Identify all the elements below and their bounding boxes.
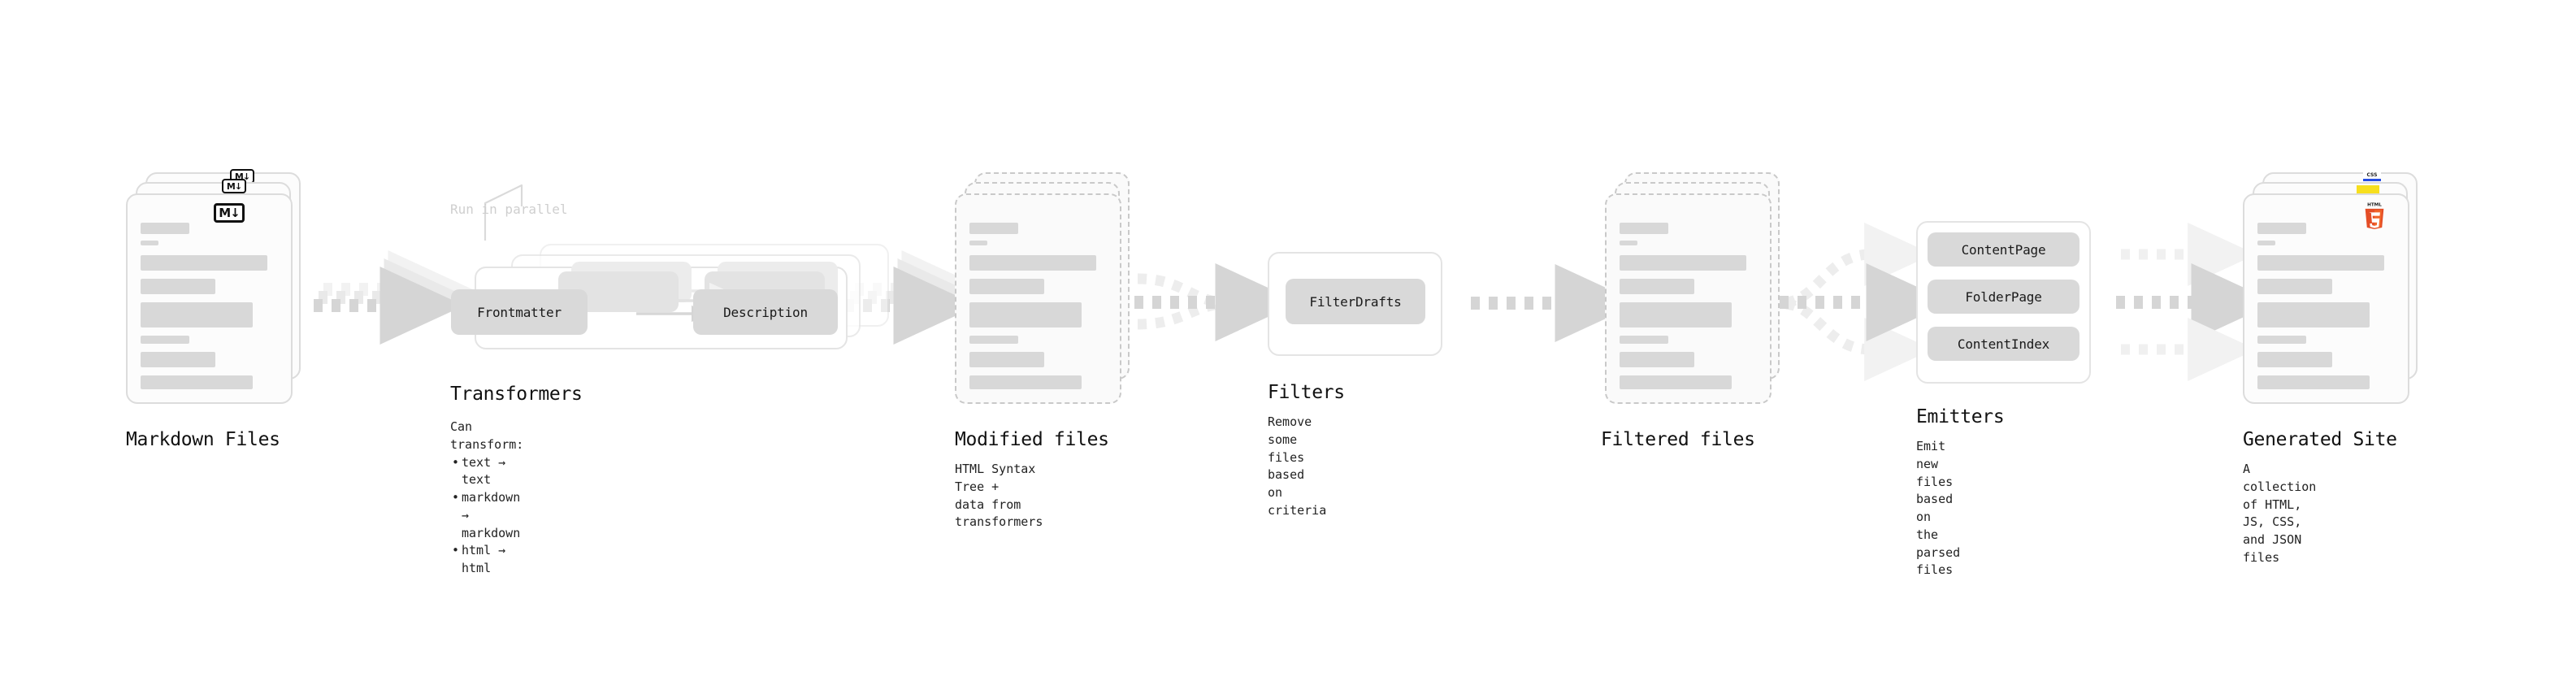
transformer-chip-frontmatter[interactable]: Frontmatter <box>451 289 588 335</box>
stage-subtitle-filters: Remove some files based on criteria <box>1268 414 1327 518</box>
skeleton-bar <box>1620 375 1732 389</box>
markdown-badge: M↓ <box>214 203 245 223</box>
skeleton-bar <box>141 301 253 327</box>
connector-filtered-to-emitters <box>1780 223 1951 381</box>
skeleton-bar <box>141 254 267 271</box>
skeleton-bar <box>1620 241 1637 245</box>
document-skeleton-content <box>955 193 1121 404</box>
document-skeleton-content <box>1605 193 1772 404</box>
connector-emitters-to-generated <box>2116 223 2276 381</box>
css-badge-bar <box>2363 179 2381 181</box>
skeleton-bar <box>141 278 215 294</box>
stage-title-filters: Filters <box>1268 382 1345 403</box>
skeleton-bar <box>2257 278 2332 294</box>
skeleton-bar <box>2257 352 2332 368</box>
transformers-bullet: html → html <box>450 542 523 578</box>
skeleton-bar <box>2257 375 2370 389</box>
run-in-parallel-leader <box>484 184 523 241</box>
skeleton-bar <box>2257 335 2306 345</box>
skeleton-bar <box>141 352 215 368</box>
css-badge-label: CSS <box>2366 172 2378 178</box>
transformers-description: Can transform: text → text markdown → ma… <box>450 419 523 578</box>
svg-text:HTML: HTML <box>2367 203 2382 208</box>
generated-document-stack: CSS HTML <box>2243 171 2418 404</box>
html5-badge: HTML <box>2362 202 2387 229</box>
transformers-bullet: markdown → markdown <box>450 489 523 542</box>
skeleton-bar <box>2257 223 2306 235</box>
document-skeleton-content <box>126 193 293 404</box>
stage-title-emitters: Emitters <box>1916 406 2005 427</box>
skeleton-bar <box>1620 352 1694 368</box>
skeleton-bar <box>1620 335 1668 345</box>
skeleton-bar <box>1620 223 1668 235</box>
stage-subtitle-generated-site: A collection of HTML, JS, CSS, and JSON … <box>2243 462 2317 565</box>
skeleton-bar <box>969 278 1044 294</box>
modified-document-stack <box>955 172 1130 404</box>
emitter-chip-folderpage[interactable]: FolderPage <box>1928 280 2079 314</box>
css-badge: CSS <box>2363 171 2381 181</box>
skeleton-bar <box>969 335 1018 345</box>
transformer-chip-description[interactable]: Description <box>693 289 838 335</box>
document-skeleton-content <box>2243 193 2409 404</box>
stage-title-modified-files: Modified files <box>955 429 1109 450</box>
filter-chip-filterdrafts[interactable]: FilterDrafts <box>1286 279 1425 324</box>
emitter-chip-contentindex[interactable]: ContentIndex <box>1928 327 2079 361</box>
skeleton-bar <box>969 223 1018 235</box>
stage-subtitle-modified-files: HTML Syntax Tree + data from transformer… <box>955 462 1043 530</box>
skeleton-bar <box>969 352 1044 368</box>
skeleton-bar <box>2257 301 2370 327</box>
markdown-document-stack: M↓ M↓ M↓ <box>126 169 301 404</box>
stage-subtitle-emitters: Emit new files based on the parsed files <box>1916 439 1961 578</box>
skeleton-bar <box>141 223 189 235</box>
transformer-inner-arrows <box>636 282 728 323</box>
skeleton-bar <box>1620 301 1732 327</box>
connector-markdown-to-transformers <box>314 250 473 345</box>
connector-modified-to-filters <box>1134 263 1300 341</box>
skeleton-bar <box>2257 254 2384 271</box>
stage-title-filtered-files: Filtered files <box>1601 429 1755 450</box>
stage-title-markdown-files: Markdown Files <box>126 429 280 450</box>
skeleton-bar <box>1620 254 1746 271</box>
stage-title-generated-site: Generated Site <box>2243 429 2397 450</box>
transformers-bullet-list: text → text markdown → markdown html → h… <box>450 454 523 578</box>
skeleton-bar <box>1620 278 1694 294</box>
filtered-document-stack <box>1605 172 1780 404</box>
skeleton-bar <box>969 241 987 245</box>
skeleton-bar <box>969 254 1096 271</box>
run-in-parallel-annotation: Run in parallel <box>450 202 568 217</box>
skeleton-bar <box>141 335 189 345</box>
markdown-badge-back-1: M↓ <box>222 179 246 193</box>
transformers-bullet: text → text <box>450 454 523 490</box>
stage-title-transformers: Transformers <box>450 384 583 405</box>
skeleton-bar <box>2257 241 2275 245</box>
skeleton-bar <box>141 375 253 389</box>
skeleton-bar <box>969 375 1082 389</box>
emitter-chip-contentpage[interactable]: ContentPage <box>1928 232 2079 267</box>
transformers-lead: Can transform: <box>450 419 524 452</box>
skeleton-bar <box>969 301 1082 327</box>
skeleton-bar <box>141 241 158 245</box>
